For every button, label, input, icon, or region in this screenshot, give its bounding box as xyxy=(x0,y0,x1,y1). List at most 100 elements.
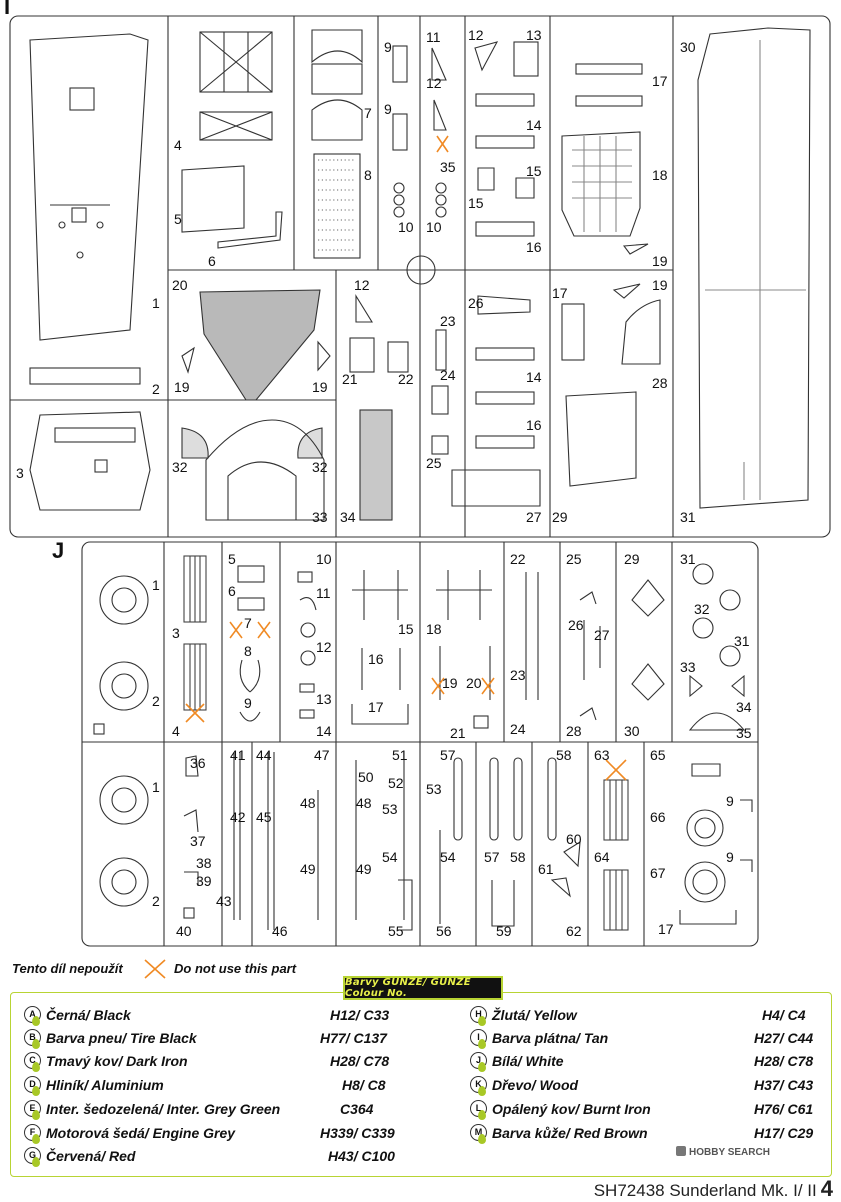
part-label: 14 xyxy=(526,369,542,385)
part-label: 42 xyxy=(230,809,246,825)
part-label: 37 xyxy=(190,833,206,849)
part-label: 41 xyxy=(230,747,246,763)
part-label: 44 xyxy=(256,747,272,763)
part-label: 30 xyxy=(680,39,696,55)
part-label: 25 xyxy=(566,551,582,567)
color-row: D Hliník/ Aluminium H8/ C8 xyxy=(24,1076,404,1098)
part-label: 15 xyxy=(468,195,484,211)
sprue-i-letter: I xyxy=(4,0,11,19)
color-name: Barva kůže/ Red Brown xyxy=(492,1125,648,1141)
paint-drop-icon xyxy=(32,1134,40,1144)
part-i33 xyxy=(205,419,325,521)
paint-drop-icon xyxy=(32,1039,40,1049)
part-label: 49 xyxy=(300,861,316,877)
paint-drop-icon xyxy=(32,1110,40,1120)
part-label: 7 xyxy=(364,105,372,121)
part-label: 48 xyxy=(300,795,316,811)
part-label: 17 xyxy=(658,921,674,937)
part-label: 57 xyxy=(484,849,500,865)
part-label: 17 xyxy=(552,285,568,301)
color-row: F Motorová šedá/ Engine Grey H339/ C339 xyxy=(24,1124,404,1146)
part-label: 19 xyxy=(652,277,668,293)
color-name: Inter. šedozelená/ Inter. Grey Green xyxy=(46,1101,281,1117)
part-label: 17 xyxy=(652,73,668,89)
part-label: 19 xyxy=(652,253,668,269)
part-label: 7 xyxy=(244,615,252,631)
part-label: 60 xyxy=(566,831,582,847)
color-code: H77/ C137 xyxy=(320,1030,387,1046)
part-label: 32 xyxy=(172,459,188,475)
color-name: Bílá/ White xyxy=(492,1053,564,1069)
color-code: H76/ C61 xyxy=(754,1101,814,1117)
sprue-diagrams xyxy=(9,15,831,947)
color-code: H12/ C33 xyxy=(330,1007,390,1023)
paint-drop-icon xyxy=(478,1062,486,1072)
color-name: Černá/ Black xyxy=(46,1007,131,1023)
part-label: 20 xyxy=(466,675,482,691)
color-row: E Inter. šedozelená/ Inter. Grey Green C… xyxy=(24,1100,404,1122)
part-label: 9 xyxy=(726,849,734,865)
part-i18-panel xyxy=(561,131,641,237)
color-name: Opálený kov/ Burnt Iron xyxy=(492,1101,651,1117)
part-label: 4 xyxy=(174,137,182,153)
color-row: B Barva pneu/ Tire Black H77/ C137 xyxy=(24,1029,404,1051)
part-label: 9 xyxy=(244,695,252,711)
part-label: 53 xyxy=(426,781,442,797)
part-label: 19 xyxy=(442,675,458,691)
part-label: 33 xyxy=(312,509,328,525)
j-ribbed-parts xyxy=(183,555,629,931)
color-code: H28/ C78 xyxy=(754,1053,814,1069)
part-label: 47 xyxy=(314,747,330,763)
part-label: 22 xyxy=(510,551,526,567)
part-label: 28 xyxy=(652,375,668,391)
part-label: 67 xyxy=(650,865,666,881)
part-label: 5 xyxy=(228,551,236,567)
legend-english: Do not use this part xyxy=(174,961,297,976)
paint-drop-icon xyxy=(478,1086,486,1096)
part-label: 1 xyxy=(152,779,160,795)
color-row: H Žlutá/ Yellow H4/ C4 xyxy=(470,1006,816,1028)
part-label: 2 xyxy=(152,693,160,709)
part-label: 55 xyxy=(388,923,404,939)
part-label: 3 xyxy=(172,625,180,641)
part-i28 xyxy=(621,299,661,365)
part-label: 22 xyxy=(398,371,414,387)
part-label: 8 xyxy=(364,167,372,183)
part-label: 10 xyxy=(398,219,414,235)
part-label: 13 xyxy=(526,27,542,43)
part-label: 14 xyxy=(526,117,542,133)
part-label: 16 xyxy=(368,651,384,667)
part-label: 16 xyxy=(526,239,542,255)
paint-drop-icon xyxy=(478,1134,486,1144)
part-label: 9 xyxy=(384,39,392,55)
part-i27 xyxy=(451,469,541,507)
part-i7 xyxy=(311,29,363,64)
part-label: 6 xyxy=(228,583,236,599)
part-label: 20 xyxy=(172,277,188,293)
part-label: 54 xyxy=(440,849,456,865)
part-label: 17 xyxy=(368,699,384,715)
part-label: 46 xyxy=(272,923,288,939)
color-name: Barva pneu/ Tire Black xyxy=(46,1030,197,1046)
part-label: 43 xyxy=(216,893,232,909)
part-label: 31 xyxy=(734,633,750,649)
part-label: 26 xyxy=(468,295,484,311)
part-i31-hull xyxy=(697,27,811,509)
color-name: Barva plátna/ Tan xyxy=(492,1030,609,1046)
part-label: 53 xyxy=(382,801,398,817)
part-label: 2 xyxy=(152,893,160,909)
part-label: 57 xyxy=(440,747,456,763)
part-label: 28 xyxy=(566,723,582,739)
color-row: L Opálený kov/ Burnt Iron H76/ C61 xyxy=(470,1100,816,1122)
color-code: H37/ C43 xyxy=(754,1077,814,1093)
part-i34 xyxy=(359,409,393,521)
part-label: 36 xyxy=(190,755,206,771)
do-not-use-crosses xyxy=(185,135,627,781)
part-i8 xyxy=(313,153,361,259)
part-label: 21 xyxy=(342,371,358,387)
part-label: 5 xyxy=(174,211,182,227)
part-label: 58 xyxy=(510,849,526,865)
part-label: 3 xyxy=(16,465,24,481)
